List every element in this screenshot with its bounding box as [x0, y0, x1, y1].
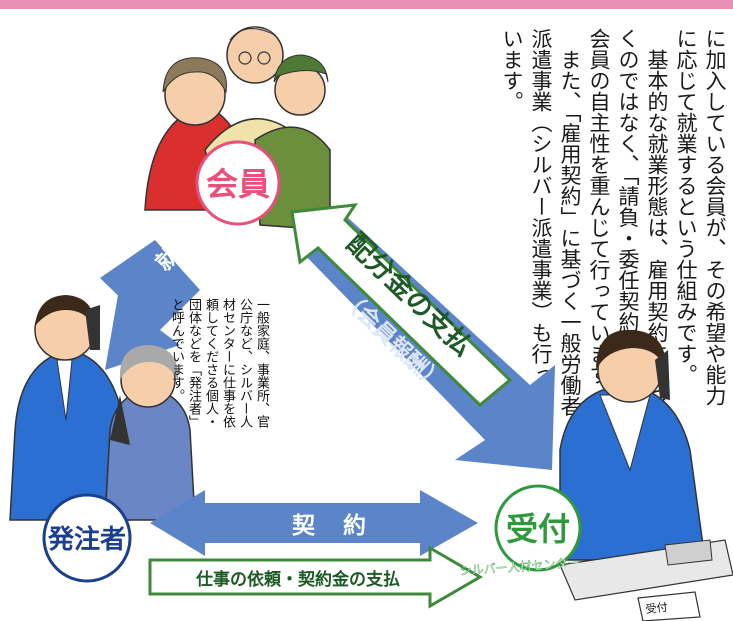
paragraph-line: 派遣事業（シルバー派遣事業）も行って — [529, 28, 553, 406]
top-accent-bar — [0, 0, 733, 9]
orderer-node-circle — [42, 493, 132, 583]
contract-arrow-label: 契約 — [291, 512, 394, 539]
contract-arrow: 契約 — [150, 490, 478, 556]
paragraph-line: また、「雇用契約」に基づく一般労働者 — [558, 28, 582, 417]
reception-illustration: 受付 — [559, 329, 733, 621]
orderer-annotation: 一般家庭、事業所、官 公庁など、シルバー人 材センターに仕事を依 頼してくださる… — [168, 298, 270, 478]
reception-node-circle — [494, 484, 582, 572]
member-node-label: 会員 — [206, 165, 270, 203]
orderer-illustration — [9, 295, 196, 521]
annotation-line: と呼んでいます。 — [169, 298, 184, 402]
paragraph-line: に加入している会員が、その希望や能力 — [703, 28, 727, 406]
orderer-node-label: 発注者 — [47, 524, 126, 555]
paragraph-line: に応じて就業するという仕組みです。 — [674, 28, 698, 385]
annotation-line: 材センターに仕事を依 — [220, 298, 235, 428]
annotation-line: 頼してくださる個人・ — [203, 298, 218, 428]
center-name-label: シルバー人材センター — [459, 556, 580, 578]
annotation-line: 公庁など、シルバー人 — [237, 298, 252, 428]
desk-sign-label: 受付 — [645, 601, 668, 616]
annotation-line: 団体などを「発注者」 — [186, 298, 201, 428]
distribution-arrow: 配分金の支払 （会員報酬） — [290, 203, 555, 470]
request-payment-arrow: 仕事の依頼・契約金の支払 — [148, 545, 483, 609]
reception-node-label: 受付 — [506, 510, 570, 548]
member-node-circle — [195, 140, 281, 226]
request-payment-arrow-label: 仕事の依頼・契約金の支払 — [195, 569, 400, 590]
paragraph-line: います。 — [500, 28, 524, 112]
annotation-line: 一般家庭、事業所、官 — [254, 298, 269, 428]
